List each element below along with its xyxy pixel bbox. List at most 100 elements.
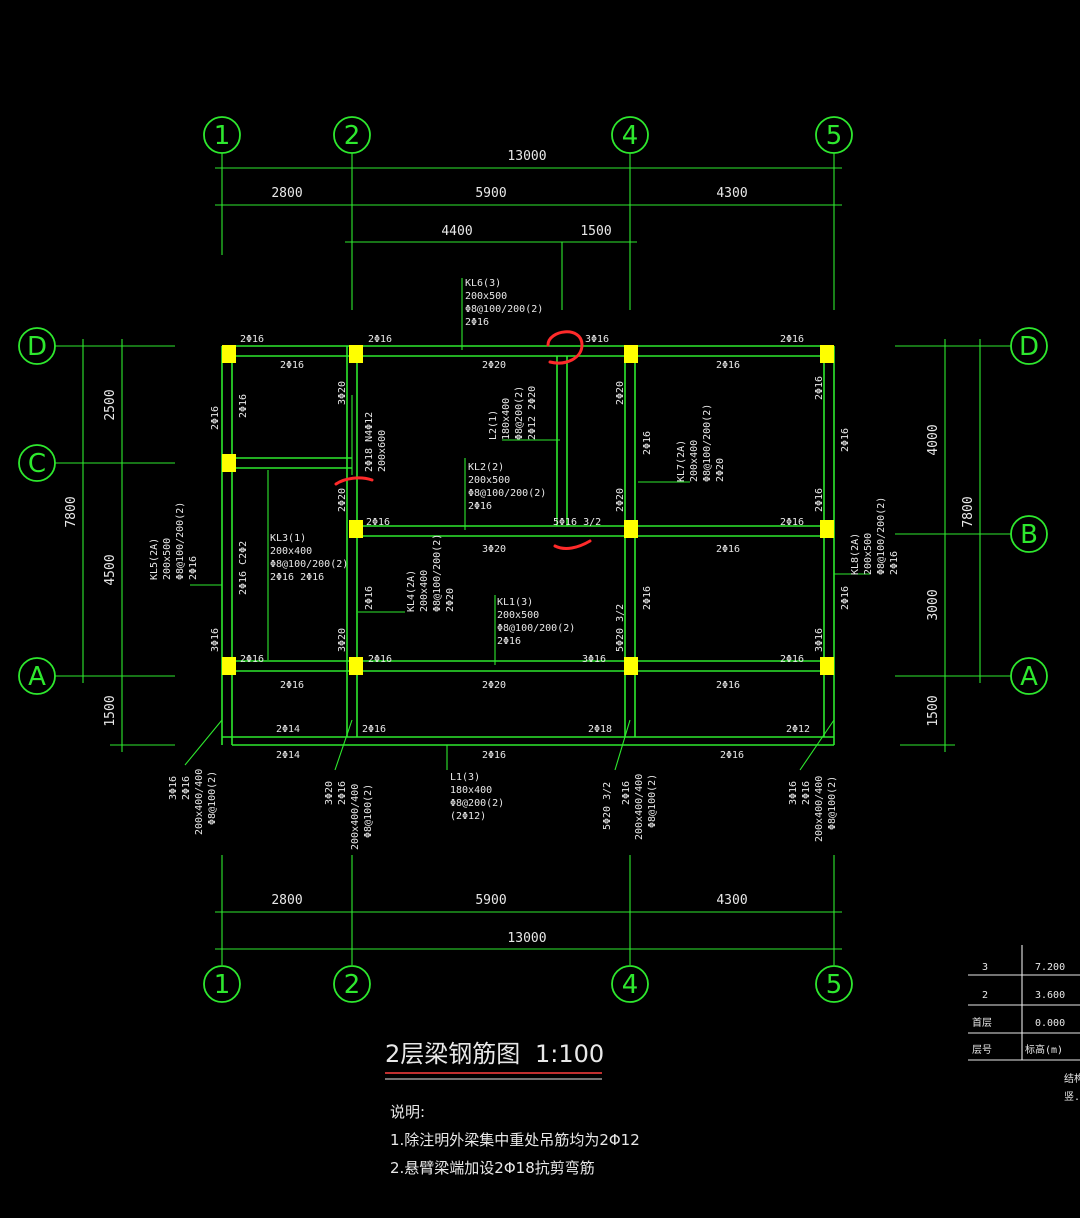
column-5D	[820, 345, 834, 363]
bottom-axis-bubbles: 1 2 4 5	[203, 965, 853, 1003]
level-elev: 3.600	[1035, 990, 1065, 1001]
rebar-label: 2Φ16	[814, 376, 825, 400]
axis-label-A-left: A	[28, 662, 46, 692]
red-markup-tick	[553, 539, 592, 550]
rebar-label: 2Φ16	[642, 431, 653, 455]
rebar-label: 2Φ16	[366, 517, 390, 528]
rebar-label: 3Φ16	[582, 654, 606, 665]
rebar-label: 2Φ16	[780, 654, 804, 665]
rebar-label: 2Φ16	[238, 394, 249, 418]
beam-label: (2Φ12)	[450, 811, 486, 822]
beam-label: 200x400/400	[350, 784, 361, 850]
beam-label: Φ8@100/200(2)	[876, 497, 887, 575]
level-floor: 首层	[972, 1016, 992, 1029]
dim-bottom-span-2: 5900	[475, 893, 506, 908]
rebar-label: 2Φ18	[588, 724, 612, 735]
beam-label: Φ8@100/200(2)	[175, 502, 186, 580]
beam-label: 200x500	[863, 533, 874, 575]
axis-bubble-4-bottom	[611, 965, 649, 1003]
side-note: 竖...	[1064, 1091, 1080, 1103]
beam-label-l1: L1(3)	[450, 772, 480, 783]
dim-span-1: 2800	[271, 186, 302, 201]
rebar-label: 2Φ16	[368, 654, 392, 665]
level-header-elev: 标高(m)	[1025, 1043, 1063, 1056]
rebar-label: 2Φ16	[280, 680, 304, 691]
beam-label: Φ8@100(2)	[647, 774, 658, 828]
axis-label-B-right: B	[1020, 520, 1038, 550]
drawing-notes: 说明: 1.除注明外梁集中重处吊筋均为2Φ12 2.悬臂梁端加设2Φ18抗剪弯筋	[390, 1103, 640, 1177]
beam-label: 180x400	[501, 398, 512, 440]
axis-label-1-bottom: 1	[214, 970, 231, 1000]
rebar-label: 2Φ16	[210, 406, 221, 430]
beam-label: 200x500	[465, 291, 507, 302]
rebar-label: 2Φ16	[364, 586, 375, 610]
column-1C	[222, 454, 236, 472]
beam-label-l2: L2(1)	[488, 410, 499, 440]
rebar-label: 2Φ16	[840, 428, 851, 452]
rebar-label: 2Φ16	[280, 360, 304, 371]
rebar-label: 2Φ16	[780, 517, 804, 528]
axis-label-A-right: A	[1020, 662, 1038, 692]
beam-label: 2Φ12 2Φ20	[527, 386, 538, 440]
column-4B	[624, 520, 638, 538]
beam-label: 200x500	[468, 475, 510, 486]
column-2D	[349, 345, 363, 363]
red-markup	[334, 330, 592, 550]
beam-label: 200x400/400	[634, 774, 645, 840]
dim-bottom-span-1: 2800	[271, 893, 302, 908]
rebar-label: 3Φ20	[337, 628, 348, 652]
beam-label: 2Φ16	[188, 556, 199, 580]
beam-label-kl8: KL8(2A)	[850, 533, 861, 575]
beam-label: 2Φ16	[337, 781, 348, 805]
column-4D	[624, 345, 638, 363]
notes-line-2: 2.悬臂梁端加设2Φ18抗剪弯筋	[390, 1159, 595, 1177]
beam-label: Φ8@100(2)	[827, 776, 838, 830]
rebar-label: 2Φ16	[362, 724, 386, 735]
dim-overall-top: 13000	[507, 149, 546, 164]
axis-bubble-5-bottom	[815, 965, 853, 1003]
rebar-label: 2Φ16	[482, 750, 506, 761]
beam-label: Φ8@100(2)	[207, 771, 218, 825]
beam-label: Φ8@100/200(2)	[270, 559, 348, 570]
rebar-label: 2Φ16	[840, 586, 851, 610]
beam-label: 2Φ16	[889, 551, 900, 575]
left-axis-bubbles: D C A	[18, 327, 56, 695]
rebar-label: 2Φ16	[240, 334, 264, 345]
beam-label: 200x400	[689, 440, 700, 482]
axis-label-4-bottom: 4	[622, 970, 639, 1000]
level-floor: 2	[982, 990, 988, 1001]
bottom-dimensions: 2800 5900 4300 13000	[215, 855, 842, 965]
beam-label: 200x600	[377, 430, 388, 472]
rebar-label: 2Φ20	[615, 488, 626, 512]
beam-label: Φ8@100/200(2)	[702, 404, 713, 482]
axis-bubble-2-bottom	[333, 965, 371, 1003]
rebar-label: 2Φ16	[240, 654, 264, 665]
rebar-label: 2Φ12	[786, 724, 810, 735]
beam-label: Φ8@100(2)	[363, 784, 374, 838]
dim-left-1: 2500	[103, 389, 118, 420]
dim-span-3: 4300	[716, 186, 747, 201]
dim-sub-2: 1500	[580, 224, 611, 239]
rebar-label: 3Φ16	[210, 628, 221, 652]
axis-label-5: 5	[826, 121, 843, 151]
drawing-scale: 1:100	[535, 1040, 604, 1068]
beam-label: 2Φ16	[801, 781, 812, 805]
top-axis-bubbles: 1 2 4 5	[203, 116, 853, 154]
beam-label: 2Φ16	[181, 776, 192, 800]
beam-label-kl1: KL1(3)	[497, 597, 533, 608]
dim-right-2: 3000	[926, 589, 941, 620]
rebar-label: 2Φ20	[482, 360, 506, 371]
beam-label: 2Φ16	[621, 781, 632, 805]
dim-bottom-overall: 13000	[507, 931, 546, 946]
beam-label: Φ8@100/200(2)	[432, 534, 443, 612]
beam-label: Φ8@100/200(2)	[497, 623, 575, 634]
beam-label: 2Φ20	[445, 588, 456, 612]
rebar-label: 2Φ14	[276, 724, 300, 735]
rebar-label: 2Φ20	[615, 381, 626, 405]
right-axis-bubbles: D B A	[1010, 327, 1048, 695]
beam-label: Φ8@200(2)	[514, 386, 525, 440]
rebar-label: 3Φ20	[337, 381, 348, 405]
level-header-floor: 层号	[972, 1044, 992, 1056]
rebar-label: 2Φ16	[716, 680, 740, 691]
column-1D	[222, 345, 236, 363]
